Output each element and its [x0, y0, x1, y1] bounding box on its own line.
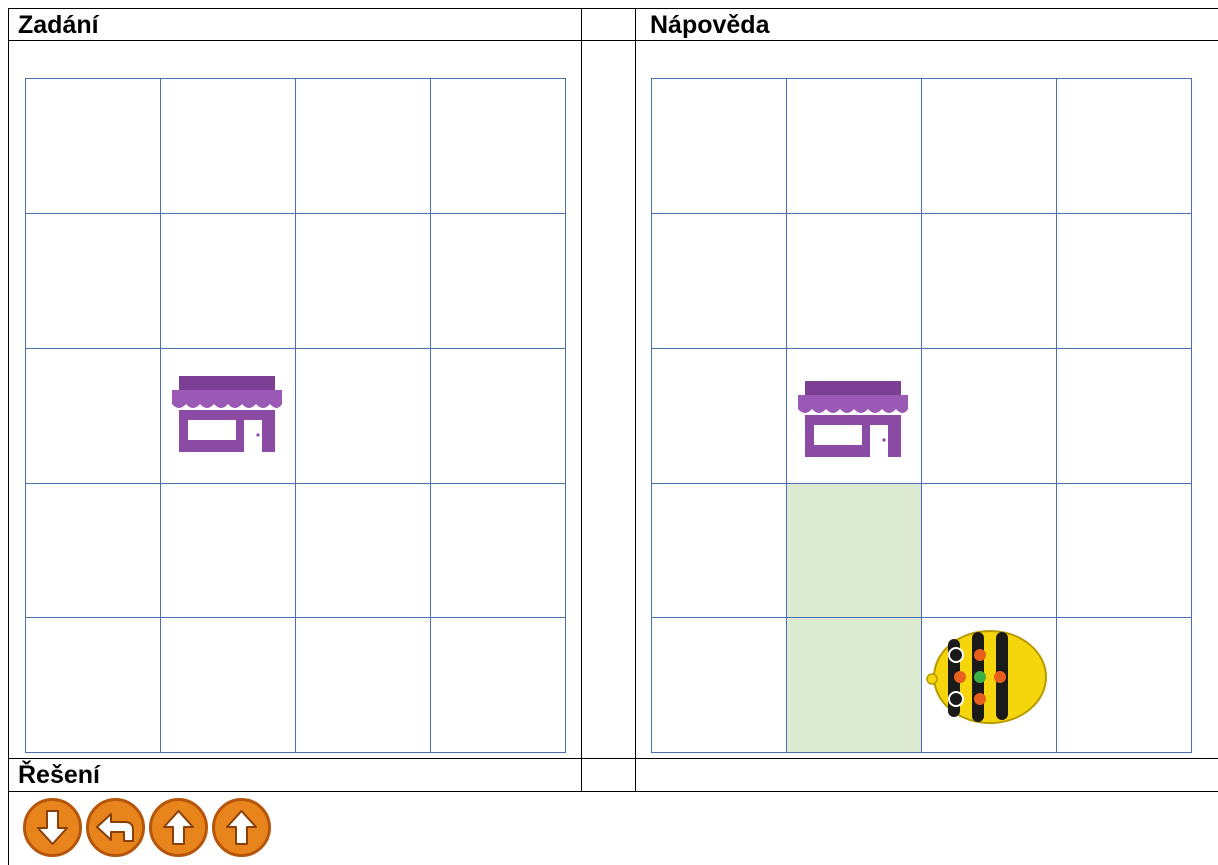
highlighted-cell: [787, 484, 921, 617]
arrow-up-icon: [148, 797, 209, 858]
task-heading: Zadání: [18, 11, 99, 39]
table-top-border: [8, 8, 1218, 9]
table-left-border: [8, 8, 9, 865]
bee-bot-icon: [924, 625, 1048, 725]
turn-left-icon: [85, 797, 146, 858]
header-row-divider: [8, 40, 1218, 41]
column-divider-2: [635, 8, 636, 791]
shop-icon: [798, 381, 908, 457]
shop-icon: [172, 376, 282, 452]
solution-heading: Řešení: [18, 761, 100, 789]
hint-heading: Nápověda: [650, 11, 769, 39]
highlighted-cell: [787, 618, 921, 752]
arrow-up-icon: [211, 797, 272, 858]
grid-row-divider: [8, 758, 1218, 759]
solution-row-divider: [8, 791, 1218, 792]
column-divider-1: [581, 8, 582, 791]
solution-commands: [22, 797, 272, 858]
hint-grid: [651, 78, 1192, 753]
task-grid: [25, 78, 566, 753]
arrow-down-icon: [22, 797, 83, 858]
